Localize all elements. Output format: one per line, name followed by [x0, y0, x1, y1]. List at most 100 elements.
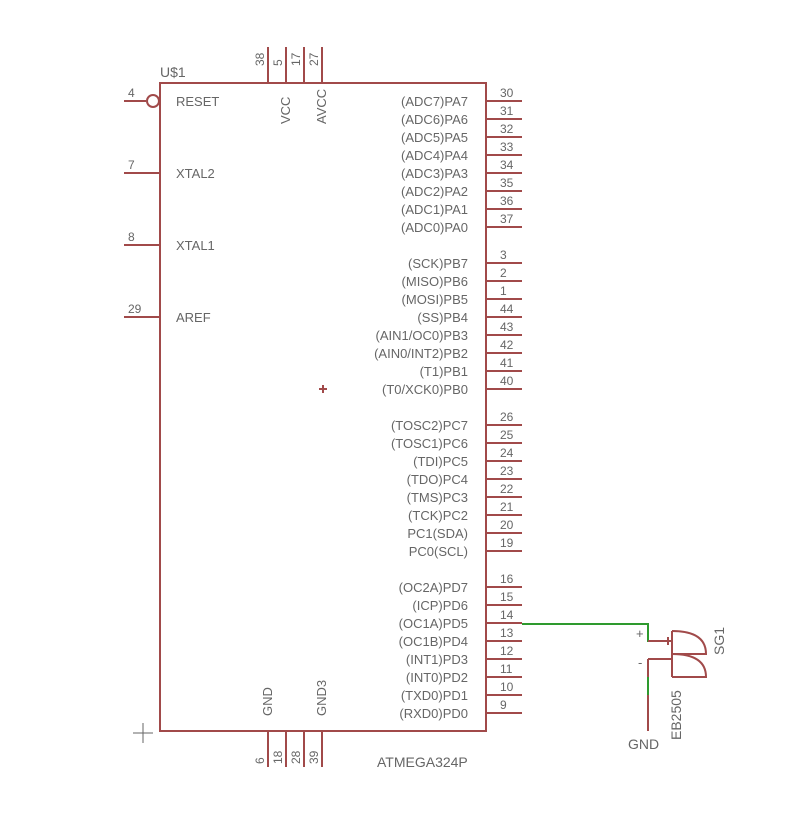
pin-adc1-pa1[interactable]: 36(ADC1)PA1 [401, 194, 522, 217]
pin-label: (INT0)PD2 [406, 670, 468, 685]
pin-label: (OC2A)PD7 [399, 580, 468, 595]
pin-tdi-pc5[interactable]: 24(TDI)PC5 [413, 446, 522, 469]
pin-adc5-pa5[interactable]: 32(ADC5)PA5 [401, 122, 522, 145]
origin-cross-corner [133, 723, 153, 743]
pin-label: (ADC6)PA6 [401, 112, 468, 127]
pin-adc2-pa2[interactable]: 35(ADC2)PA2 [401, 176, 522, 199]
pin-number: 2 [500, 266, 507, 280]
pin-label: (RXD0)PD0 [399, 706, 468, 721]
pin-txd0-pd1[interactable]: 10 (TXD0)PD1 [401, 680, 522, 703]
pin-t1-pb1[interactable]: 41(T1)PB1 [420, 356, 522, 379]
pin-number: 19 [500, 536, 514, 550]
pin-label: (TMS)PC3 [407, 490, 468, 505]
pin-label: (ADC4)PA4 [401, 148, 468, 163]
pin-number: 11 [500, 662, 513, 676]
ic-part-name: ATMEGA324P [377, 754, 468, 770]
right-pins: 30(ADC7)PA731(ADC6)PA632(ADC5)PA533(ADC4… [374, 86, 522, 721]
pin-tdo-pc4[interactable]: 23(TDO)PC4 [407, 464, 522, 487]
pin-miso-pb6[interactable]: 2(MISO)PB6 [402, 266, 522, 289]
pin-ain0-int2-pb2[interactable]: 42(AIN0/INT2)PB2 [374, 338, 522, 361]
pin-mosi-pb5[interactable]: 1(MOSI)PB5 [402, 284, 522, 307]
pin-t0-xck0-pb0[interactable]: 40(T0/XCK0)PB0 [382, 374, 522, 397]
pin-number: 12 [500, 644, 514, 658]
buzzer-minus-label: - [638, 655, 642, 670]
buzzer-symbol [647, 630, 708, 678]
pin-label: PC0(SCL) [409, 544, 468, 559]
pin-number: 39 [307, 750, 321, 764]
pin-label: XTAL1 [176, 238, 215, 253]
pin-label: (TDI)PC5 [413, 454, 468, 469]
pin-number: 38 [253, 52, 267, 66]
pin-rxd0-pd0[interactable]: 9(RXD0)PD0 [399, 698, 522, 721]
pin-label: (INT1)PD3 [406, 652, 468, 667]
pin-ss-pb4[interactable]: 44(SS)PB4 [417, 302, 522, 325]
pin-number: 18 [271, 750, 285, 764]
pin-number: 6 [253, 757, 267, 764]
pin-number: 21 [500, 500, 514, 514]
pin-label: (ADC7)PA7 [401, 94, 468, 109]
pin-label: GND [260, 687, 275, 716]
pin-label: (MOSI)PB5 [402, 292, 468, 307]
pin-label: (TXD0)PD1 [401, 688, 468, 703]
pin-tms-pc3[interactable]: 22 (TMS)PC3 [407, 482, 522, 505]
pin-bottom-28[interactable]: 28 [289, 731, 305, 767]
pin-int1-pd3[interactable]: 12 (INT1)PD3 [406, 644, 522, 667]
pin-label: PC1(SDA) [407, 526, 468, 541]
pin-ain1-oc0-pb3[interactable]: 43(AIN1/OC0)PB3 [376, 320, 522, 343]
pin-number: 5 [271, 59, 285, 66]
pin-top-17[interactable]: 17 [289, 47, 305, 83]
pin-bottom-18[interactable]: 18 [271, 731, 287, 767]
pin-number: 36 [500, 194, 514, 208]
pin-oc1b-pd4[interactable]: 13(OC1B)PD4 [399, 626, 522, 649]
gnd-label: GND [628, 736, 659, 752]
pin-number: 35 [500, 176, 514, 190]
pin-label: (TOSC1)PC6 [391, 436, 468, 451]
pin-number: 22 [500, 482, 514, 496]
pin-tck-pc2[interactable]: 21(TCK)PC2 [408, 500, 522, 523]
pin-label: (OC1B)PD4 [399, 634, 468, 649]
pin-oc2a-pd7[interactable]: 16 (OC2A)PD7 [399, 572, 522, 595]
pin-number: 10 [500, 680, 514, 694]
pin-number: 34 [500, 158, 514, 172]
pin-adc3-pa3[interactable]: 34 (ADC3)PA3 [401, 158, 522, 181]
pin-label: (ADC3)PA3 [401, 166, 468, 181]
pin-label: (AIN1/OC0)PB3 [376, 328, 468, 343]
pin-number: 8 [128, 230, 135, 244]
pin-sck-pb7[interactable]: 3 (SCK)PB7 [408, 248, 522, 271]
pin-bottom-6[interactable]: 6 GND [253, 687, 275, 767]
pin-label: (SCK)PB7 [408, 256, 468, 271]
pin-label: AREF [176, 310, 211, 325]
pin-number: 28 [289, 750, 303, 764]
pin-number: 7 [128, 158, 135, 172]
pin-number: 3 [500, 248, 507, 262]
pin-adc4-pa4[interactable]: 33(ADC4)PA4 [401, 140, 522, 163]
pin-icp-pd6[interactable]: 15(ICP)PD6 [412, 590, 522, 613]
buzzer-reference: SG1 [711, 627, 727, 655]
pin-oc1a-pd5[interactable]: 14(OC1A)PD5 [399, 608, 522, 631]
pin-int0-pd2[interactable]: 11 (INT0)PD2 [406, 662, 522, 685]
pin-number: 16 [500, 572, 514, 586]
pin-adc0-pa0[interactable]: 37(ADC0)PA0 [401, 212, 522, 235]
pin-adc7-pa7[interactable]: 30(ADC7)PA7 [401, 86, 522, 109]
pin-tosc2-pc7[interactable]: 26(TOSC2)PC7 [391, 410, 522, 433]
pin-label: (ADC0)PA0 [401, 220, 468, 235]
ic-reference: U$1 [160, 64, 186, 80]
pin-number: 40 [500, 374, 514, 388]
pin-adc6-pa6[interactable]: 31(ADC6)PA6 [401, 104, 522, 127]
pin-label: VCC [278, 97, 293, 124]
pin-top-38[interactable]: 38 [253, 47, 269, 83]
pin-label: (TOSC2)PC7 [391, 418, 468, 433]
pin-tosc1-pc6[interactable]: 25(TOSC1)PC6 [391, 428, 522, 451]
pin-number: 29 [128, 302, 142, 316]
pin-label: (SS)PB4 [417, 310, 468, 325]
